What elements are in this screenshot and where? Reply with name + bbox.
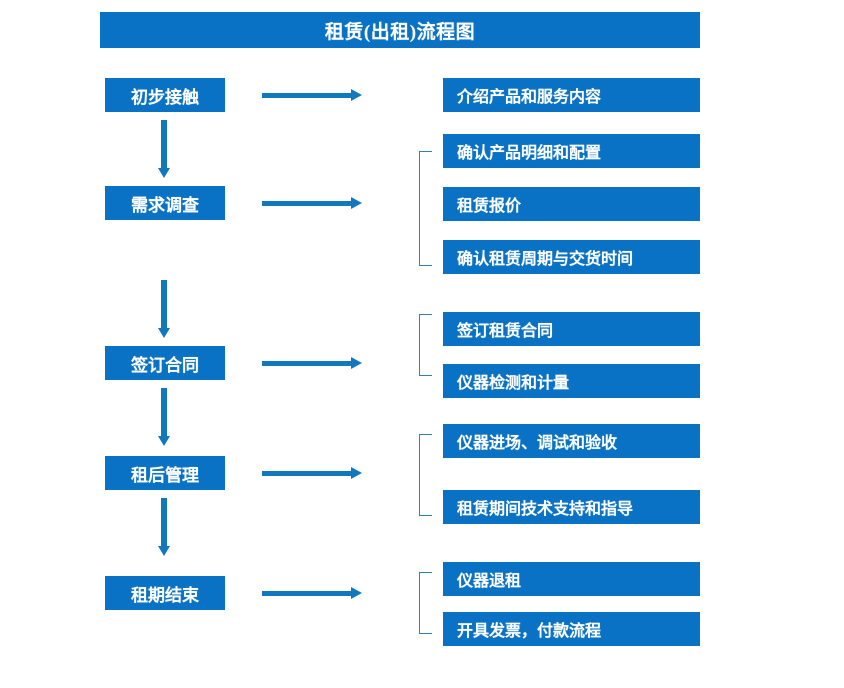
arrow-head <box>351 587 362 599</box>
group-bracket-3 <box>419 314 432 376</box>
arrow-head <box>351 467 362 479</box>
arrow-shaft <box>262 361 352 366</box>
stage-node-1[interactable]: 初步接触 <box>105 78 225 112</box>
stage-node-4[interactable]: 租后管理 <box>105 456 225 490</box>
arrow-shaft <box>262 471 352 476</box>
group-bracket-4 <box>419 434 432 516</box>
connector-stage-2-to-3 <box>158 280 170 338</box>
arrow-stage-3-to-details <box>262 357 362 369</box>
detail-node-5[interactable]: 签订租赁合同 <box>443 312 700 346</box>
arrow-shaft <box>161 498 167 546</box>
detail-node-10[interactable]: 开具发票，付款流程 <box>443 612 700 646</box>
detail-node-6[interactable]: 仪器检测和计量 <box>443 364 700 398</box>
stage-node-3[interactable]: 签订合同 <box>105 346 225 380</box>
arrow-head <box>158 546 170 556</box>
arrow-shaft <box>262 591 352 596</box>
arrow-shaft <box>161 120 167 168</box>
arrow-head <box>158 168 170 178</box>
arrow-stage-5-to-details <box>262 587 362 599</box>
arrow-shaft <box>161 388 167 436</box>
arrow-head <box>158 328 170 338</box>
connector-stage-1-to-2 <box>158 120 170 178</box>
detail-node-1[interactable]: 介绍产品和服务内容 <box>443 78 700 112</box>
group-bracket-5 <box>419 572 432 634</box>
arrow-stage-2-to-details <box>262 197 362 209</box>
arrow-shaft <box>161 280 167 328</box>
arrow-head <box>158 436 170 446</box>
arrow-head <box>351 197 362 209</box>
detail-node-8[interactable]: 租赁期间技术支持和指导 <box>443 490 700 524</box>
arrow-head <box>351 89 362 101</box>
arrow-shaft <box>262 93 352 98</box>
detail-node-9[interactable]: 仪器退租 <box>443 562 700 596</box>
connector-stage-4-to-5 <box>158 498 170 556</box>
stage-node-2[interactable]: 需求调查 <box>105 186 225 220</box>
arrow-shaft <box>262 201 352 206</box>
arrow-stage-4-to-details <box>262 467 362 479</box>
detail-node-2[interactable]: 确认产品明细和配置 <box>443 134 700 168</box>
arrow-stage-1-to-details <box>262 89 362 101</box>
group-bracket-2 <box>419 151 432 266</box>
detail-node-4[interactable]: 确认租赁周期与交货时间 <box>443 240 700 274</box>
stage-node-5[interactable]: 租期结束 <box>105 576 225 610</box>
flowchart-title: 租赁(出租)流程图 <box>100 12 700 48</box>
detail-node-3[interactable]: 租赁报价 <box>443 187 700 221</box>
detail-node-7[interactable]: 仪器进场、调试和验收 <box>443 424 700 458</box>
arrow-head <box>351 357 362 369</box>
connector-stage-3-to-4 <box>158 388 170 446</box>
